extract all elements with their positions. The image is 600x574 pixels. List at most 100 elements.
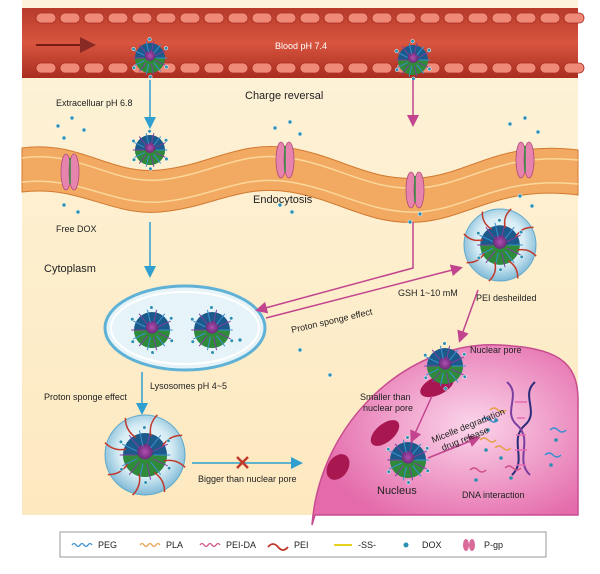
label-charge-reversal: Charge reversal xyxy=(245,90,323,102)
label-nucleus: Nucleus xyxy=(377,485,417,497)
lysosome xyxy=(103,284,267,372)
legend-label: -SS- xyxy=(358,540,376,550)
blood-cell xyxy=(59,62,81,74)
pei-da-icon xyxy=(199,542,221,548)
nuclear-pore-2 xyxy=(370,420,400,446)
blood-cell xyxy=(251,12,273,24)
arrow-membrane-to-lysosome xyxy=(255,222,414,314)
blood-cell xyxy=(83,62,105,74)
blood-cell xyxy=(203,62,225,74)
cell-membrane xyxy=(21,146,579,223)
label-bigger: Bigger than nuclear pore xyxy=(198,474,297,484)
legend-item: DOX xyxy=(403,540,442,550)
micelle-extracellular xyxy=(131,129,169,171)
blood-cell xyxy=(251,62,273,74)
legend-item: P-gp xyxy=(463,539,503,551)
blood-cell xyxy=(539,62,561,74)
blood-cell xyxy=(371,62,393,74)
blood-cell xyxy=(227,62,249,74)
blood-cell xyxy=(563,12,585,24)
arrow-drug-release xyxy=(427,435,481,459)
label-cytoplasm: Cytoplasm xyxy=(44,263,96,275)
blood-cell xyxy=(131,12,153,24)
label-nuclear-pore: Nuclear pore xyxy=(470,345,522,355)
blood-cell xyxy=(443,62,465,74)
legend-label: PEI xyxy=(294,540,309,550)
micelle-blood-1 xyxy=(131,37,169,79)
pgp-icon xyxy=(275,141,295,179)
legend-item: PLA xyxy=(139,540,183,550)
pgp-icon xyxy=(463,539,475,551)
blood-cell xyxy=(467,12,489,24)
label-dna-interaction: DNA interaction xyxy=(462,490,525,500)
blood-cell xyxy=(491,12,513,24)
legend-label: PEI-DA xyxy=(226,540,256,550)
blood-cell xyxy=(59,12,81,24)
arrow-lysosome-to-deshielded xyxy=(265,264,463,319)
dox-icon xyxy=(403,542,409,548)
label-proton-sponge-left: Proton sponge effect xyxy=(44,392,127,402)
free-dox-dots xyxy=(55,115,541,378)
legend-label: DOX xyxy=(422,540,442,550)
blood-cell xyxy=(227,12,249,24)
legend-item: PEI xyxy=(267,540,309,551)
blood-cell xyxy=(155,12,177,24)
blood-cell xyxy=(467,62,489,74)
blood-cell xyxy=(299,62,321,74)
legend-item: -SS- xyxy=(334,540,376,550)
blood-cell xyxy=(395,12,417,24)
arrow-deshielded-to-pore xyxy=(457,289,479,343)
legend-label: PEG xyxy=(98,540,117,550)
legend-label: P-gp xyxy=(484,540,503,550)
peg-icon xyxy=(71,542,93,548)
blood-cell xyxy=(515,12,537,24)
label-smaller-2: nuclear pore xyxy=(363,403,413,413)
nuclear-pore-3 xyxy=(326,454,350,480)
pathway-arrows xyxy=(136,80,481,469)
blood-cell xyxy=(275,62,297,74)
micelle-lysosome-2 xyxy=(190,305,234,355)
blood-cell xyxy=(323,62,345,74)
blood-cell xyxy=(371,12,393,24)
blood-cell xyxy=(35,62,57,74)
blood-cell xyxy=(491,62,513,74)
blood-cell xyxy=(299,12,321,24)
released-fragments xyxy=(469,407,567,482)
blood-cell xyxy=(179,62,201,74)
blood-cell xyxy=(35,12,57,24)
label-free-dox: Free DOX xyxy=(56,224,97,234)
label-pei-deshielded: PEI desheilded xyxy=(476,293,537,303)
micelle-nuclear-pore xyxy=(423,341,467,391)
blood-cell xyxy=(347,62,369,74)
blood-cell xyxy=(539,12,561,24)
blood-cell xyxy=(419,12,441,24)
legend-item: PEI-DA xyxy=(199,540,256,550)
pgp-icon xyxy=(405,171,425,209)
dna-icon xyxy=(506,381,536,476)
micelle-blood-2 xyxy=(394,39,432,81)
legend-label: PLA xyxy=(166,540,183,550)
legend: PEG PLA PEI-DA PEI -SS- DOX P-gp xyxy=(59,531,547,558)
micelle-proton-sponge xyxy=(104,414,186,496)
pgp-icon xyxy=(515,141,535,179)
legend-item: PEG xyxy=(71,540,117,550)
blocked-cross-icon xyxy=(236,456,249,469)
label-blood-ph: Blood pH 7.4 xyxy=(275,41,327,51)
label-endocytosis: Endocytosis xyxy=(253,194,313,206)
blood-cell xyxy=(179,12,201,24)
blood-cell xyxy=(515,62,537,74)
pei-icon xyxy=(267,543,289,551)
blood-cell xyxy=(83,12,105,24)
label-extracellular-ph: Extracelluar pH 6.8 xyxy=(56,98,133,108)
blood-cell xyxy=(203,12,225,24)
label-lysosomes: Lysosomes pH 4~5 xyxy=(150,381,227,391)
pla-icon xyxy=(139,542,161,548)
blood-cell xyxy=(563,62,585,74)
blood-cell xyxy=(107,62,129,74)
micelle-lysosome-1 xyxy=(130,305,174,355)
blood-cell xyxy=(347,12,369,24)
arrow-pore-to-nucleus xyxy=(410,395,433,443)
pgp-icon xyxy=(60,153,80,191)
micelle-pei-deshielded xyxy=(463,208,537,282)
